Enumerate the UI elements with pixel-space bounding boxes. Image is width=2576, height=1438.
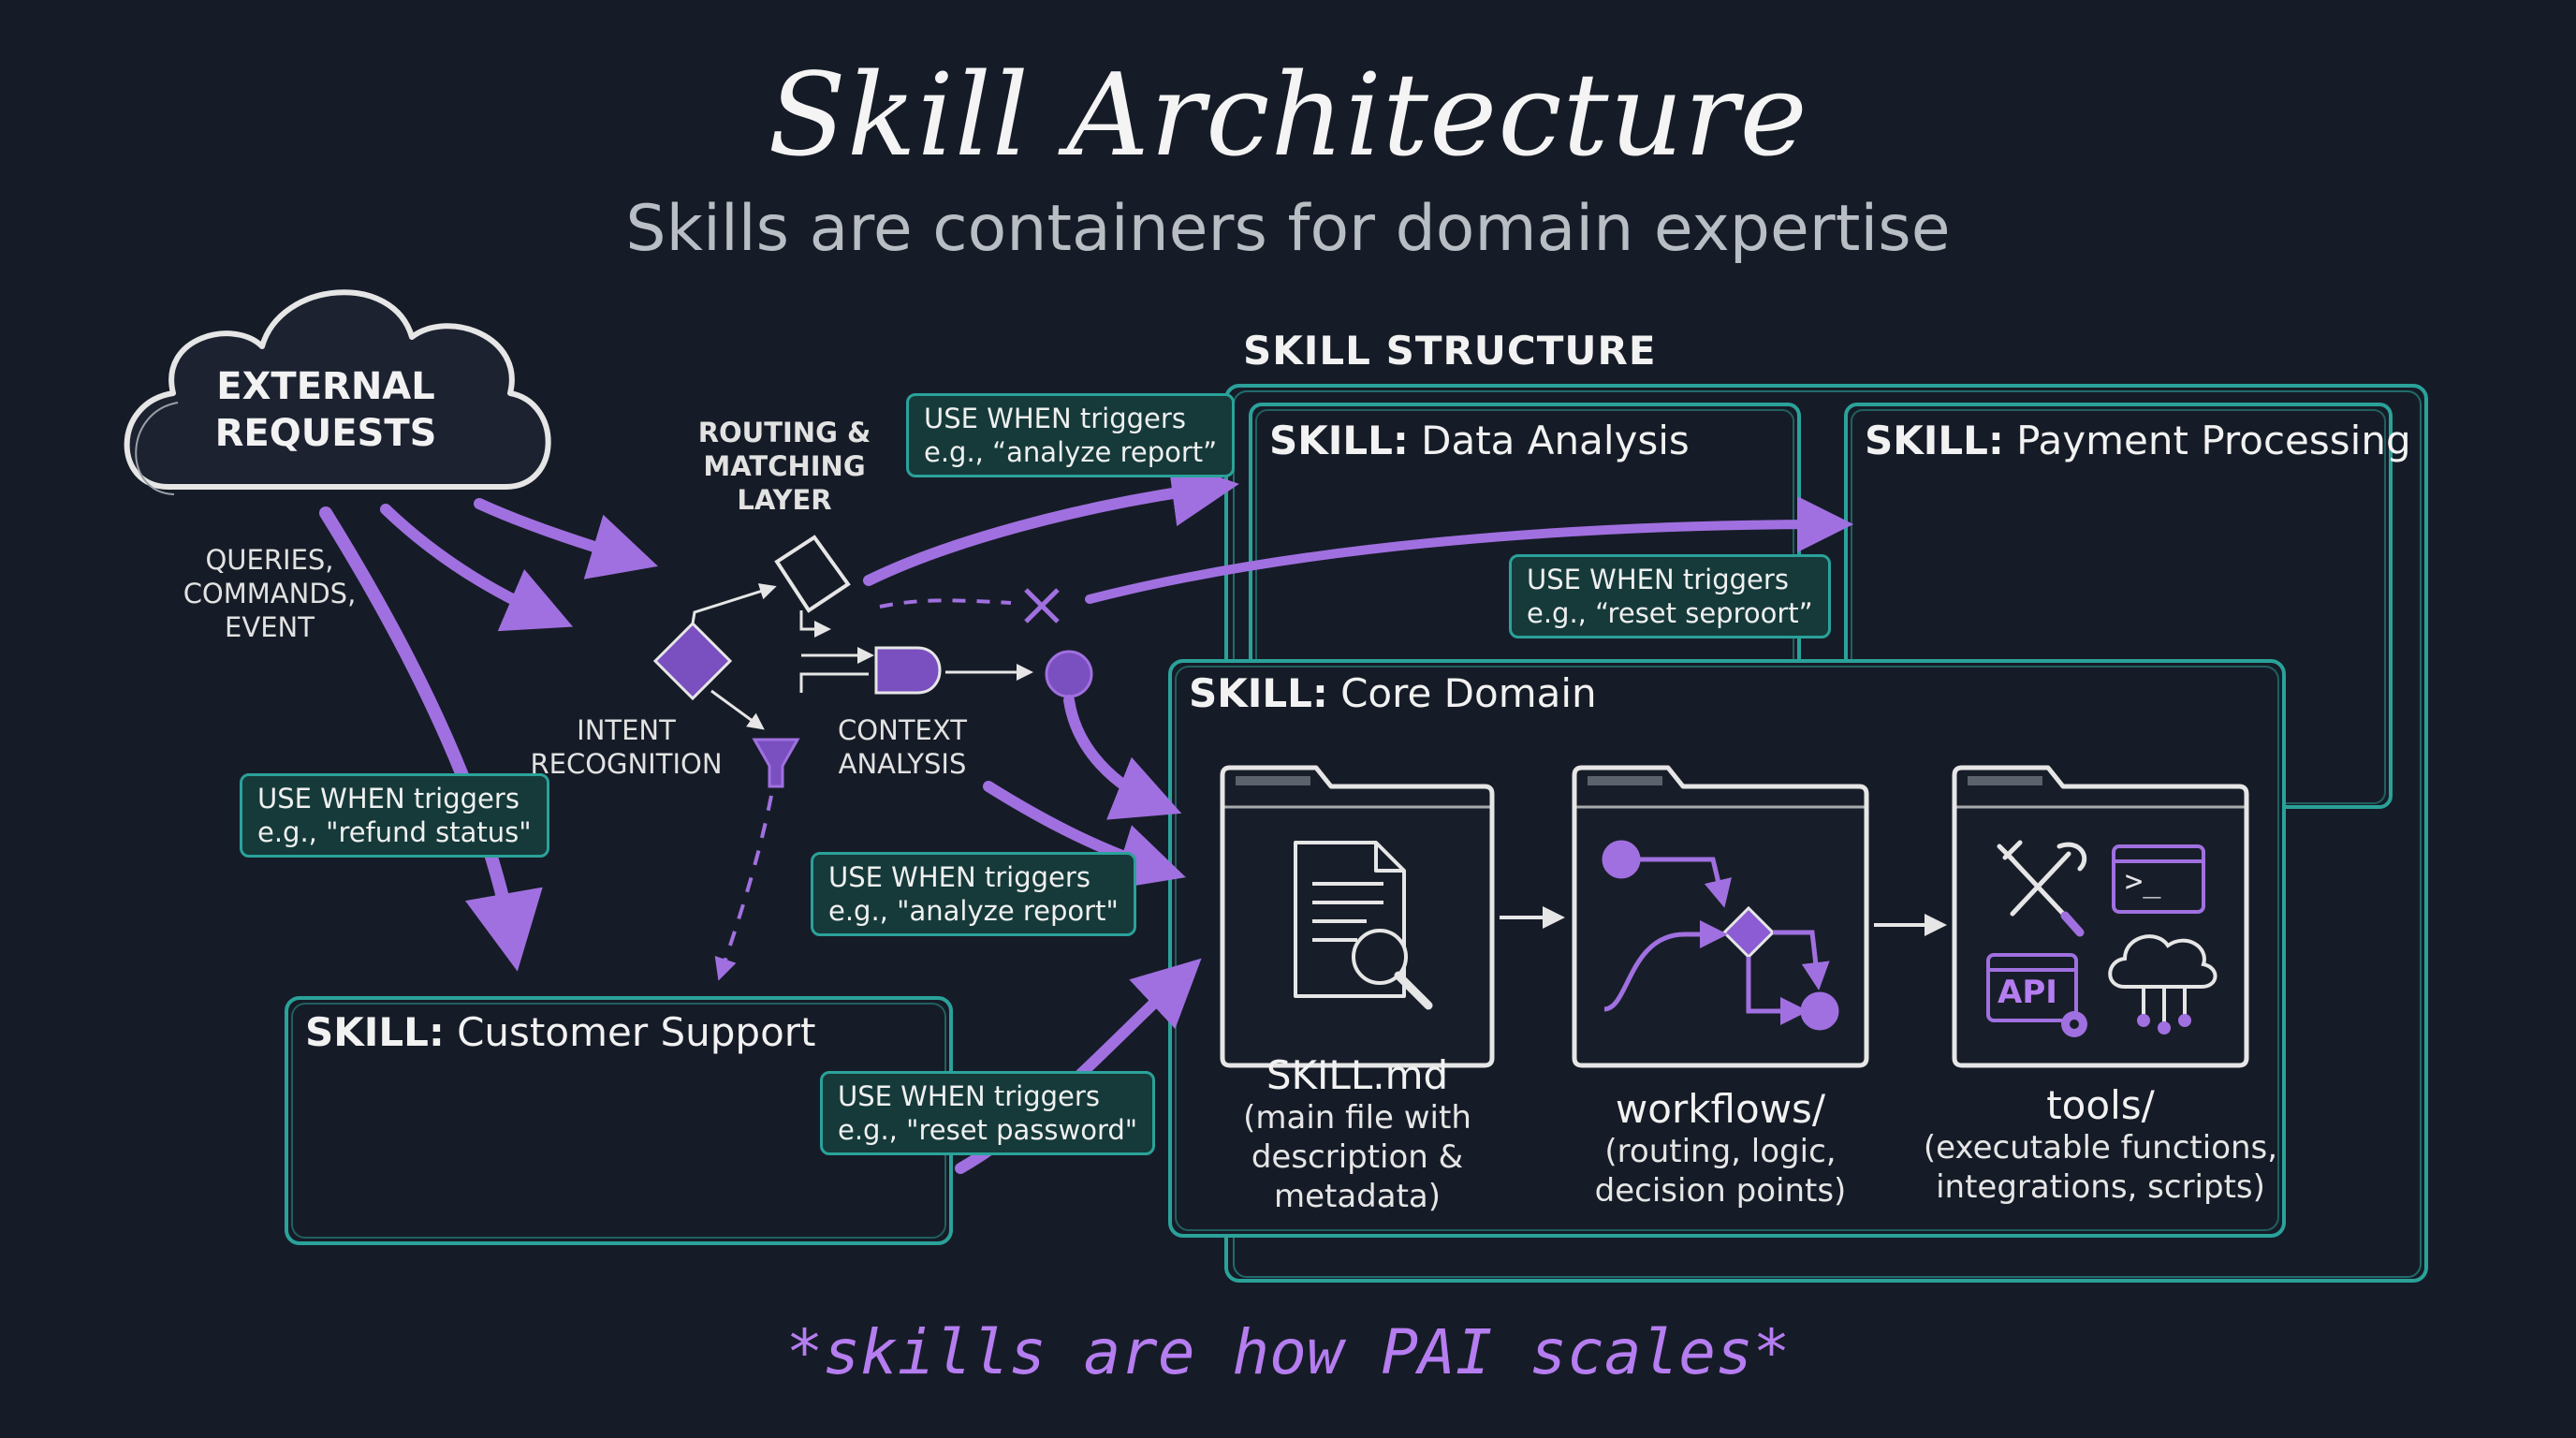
routing-line2: MATCHING: [703, 450, 866, 482]
folder-desc-line1: (routing, logic,: [1604, 1133, 1837, 1170]
skill-prefix: SKILL:: [1189, 670, 1328, 716]
request-type-commands: COMMANDS,: [183, 578, 357, 609]
flowchart-icon: [1602, 840, 1839, 1031]
skill-prefix: SKILL:: [305, 1009, 445, 1055]
external-requests-label: EXTERNAL REQUESTS: [157, 363, 494, 457]
page-title: Skill Architecture: [768, 49, 1808, 182]
trigger-badge-customer-bottom: USE WHEN triggers e.g., "reset password": [820, 1071, 1156, 1155]
skill-prefix: SKILL:: [1865, 418, 2004, 463]
folder-tools: [1952, 765, 2249, 1068]
skill-label-core-domain: SKILL: Core Domain: [1189, 670, 1597, 716]
folder-desc-line2: decision points): [1594, 1172, 1847, 1210]
trigger-line2: e.g., "reset password": [838, 1114, 1138, 1146]
folder-caption-workflows: workflows/ (routing, logic, decision poi…: [1524, 1086, 1917, 1211]
api-icon: [1986, 953, 2087, 1037]
folder-desc-line1: (main file with: [1243, 1099, 1471, 1137]
intent-line2: RECOGNITION: [530, 748, 723, 780]
folder-caption-skill-md: SKILL.md (main file with description & m…: [1161, 1052, 1554, 1216]
request-type-event: EVENT: [225, 611, 315, 643]
trigger-line1: USE WHEN triggers: [924, 403, 1186, 434]
context-line1: CONTEXT: [838, 714, 967, 746]
skill-name: Data Analysis: [1421, 418, 1690, 463]
external-requests-line2: REQUESTS: [214, 412, 437, 455]
routing-icons: [652, 535, 1093, 981]
trigger-line1: USE WHEN triggers: [838, 1080, 1100, 1112]
skill-label-data-analysis: SKILL: Data Analysis: [1269, 418, 1690, 463]
trigger-line1: USE WHEN triggers: [257, 783, 520, 814]
folder-arrows: [1500, 906, 1947, 936]
request-type-queries: QUERIES,: [205, 544, 334, 576]
trigger-line2: e.g., “reset seproort”: [1527, 597, 1813, 629]
terminal-prompt: >_: [2125, 863, 2161, 899]
skill-name: Core Domain: [1340, 670, 1597, 716]
request-types-label: QUERIES, COMMANDS, EVENT: [167, 543, 373, 644]
trigger-line2: e.g., “analyze report”: [924, 436, 1218, 468]
page-subtitle: Skills are containers for domain experti…: [625, 192, 1951, 266]
terminal-icon: [2112, 844, 2205, 914]
cloud-network-icon: [2108, 934, 2217, 1034]
trigger-badge-core-domain: USE WHEN triggers e.g., "analyze report": [811, 852, 1136, 936]
trigger-line1: USE WHEN triggers: [828, 861, 1090, 893]
external-requests-line1: EXTERNAL: [216, 365, 435, 408]
intent-recognition-label: INTENT RECOGNITION: [524, 713, 728, 781]
trigger-badge-customer-left: USE WHEN triggers e.g., "refund status": [240, 773, 549, 858]
skill-name: Customer Support: [457, 1009, 816, 1055]
api-label: API: [1998, 974, 2057, 1011]
context-analysis-label: CONTEXT ANALYSIS: [824, 713, 981, 781]
wrench-screwdriver-icon: [1997, 840, 2087, 937]
folder-desc-line1: (executable functions,: [1923, 1129, 2278, 1167]
cloud-icon: [124, 289, 551, 495]
folder-title: SKILL.md: [1266, 1052, 1449, 1098]
skill-structure-title: SKILL STRUCTURE: [1243, 328, 1657, 374]
skill-prefix: SKILL:: [1269, 418, 1409, 463]
footer-tagline: *skills are how PAI scales*: [785, 1316, 1791, 1388]
trigger-line2: e.g., "refund status": [257, 816, 532, 848]
folder-desc-line3: metadata): [1273, 1178, 1442, 1215]
folder-workflows: [1572, 765, 1869, 1068]
folder-desc-line2: description &: [1251, 1138, 1464, 1176]
skill-label-payment: SKILL: Payment Processing: [1865, 418, 2411, 463]
trigger-badge-payment: USE WHEN triggers e.g., “reset seproort”: [1509, 554, 1831, 638]
skill-label-customer-support: SKILL: Customer Support: [305, 1009, 816, 1055]
folder-caption-tools: tools/ (executable functions, integratio…: [1904, 1082, 2297, 1207]
trigger-line1: USE WHEN triggers: [1527, 564, 1789, 595]
folder-skill-md: [1220, 765, 1495, 1068]
routing-line3: LAYER: [737, 484, 832, 516]
context-line2: ANALYSIS: [838, 748, 967, 780]
routing-line1: ROUTING &: [697, 417, 871, 448]
folder-desc-line2: integrations, scripts): [1936, 1168, 2265, 1206]
folder-title: tools/: [2046, 1082, 2155, 1128]
folder-title: workflows/: [1615, 1086, 1826, 1132]
trigger-badge-data-analysis: USE WHEN triggers e.g., “analyze report”: [906, 393, 1236, 477]
skill-name: Payment Processing: [2016, 418, 2411, 463]
routing-layer-label: ROUTING & MATCHING LAYER: [691, 416, 878, 517]
trigger-line2: e.g., "analyze report": [828, 895, 1119, 927]
document-search-icon: [1294, 841, 1433, 1010]
intent-line1: INTENT: [577, 714, 676, 746]
